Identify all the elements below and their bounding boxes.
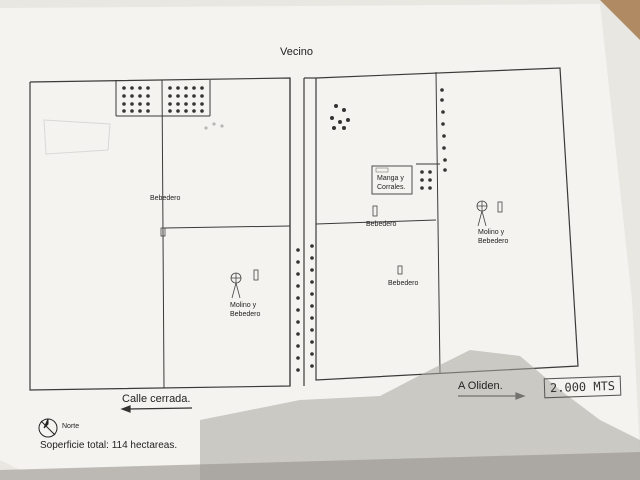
property-boundary [29,67,579,391]
bebedero-mid-label: Bebedero [388,280,419,287]
bebedero-center-label: Bebedero [366,221,397,228]
molino-right-label: Molino y [478,229,505,236]
tree-cluster-corrals [420,170,432,190]
molino-right-bebedero-label: Bebedero [478,238,509,245]
tree-cluster-right-top [330,104,350,130]
windmill-right [476,200,488,227]
distance-handwritten: 2.000 MTS [543,375,622,399]
neighbor-label: Vecino [280,46,314,58]
left-fences [115,79,291,389]
corrals-inner [375,167,389,173]
compass-label: Norte [62,423,80,430]
total-area-label: Soperficie total: 114 hectareas. [40,440,178,451]
manga-label: Manga y [377,175,404,182]
arrow-calle-cerrada [120,405,193,413]
right-fences [315,71,441,375]
corrals-box [371,165,413,195]
tree-cluster-pen-2 [168,86,204,113]
molino-left-bebedero-label: Bebedero [230,311,261,318]
corrales-label: Corrales. [377,184,406,191]
tree-cluster-pen-1 [122,86,150,113]
faint-sketch [43,119,111,155]
faint-trees [204,122,224,130]
molino-left-label: Molino y [230,302,257,309]
hand-shadow [200,350,640,480]
windmill-left [230,272,242,299]
oliden-label: A Oliden. [458,380,503,392]
bebedero-left-label: Bebedero [150,195,181,202]
calle-cerrada-label: Calle cerrada. [122,393,191,405]
road-tree-lines [296,244,314,372]
tree-line-right [440,88,447,172]
compass-icon [38,418,58,438]
bottom-shadow [0,452,640,480]
water-troughs [160,201,503,281]
